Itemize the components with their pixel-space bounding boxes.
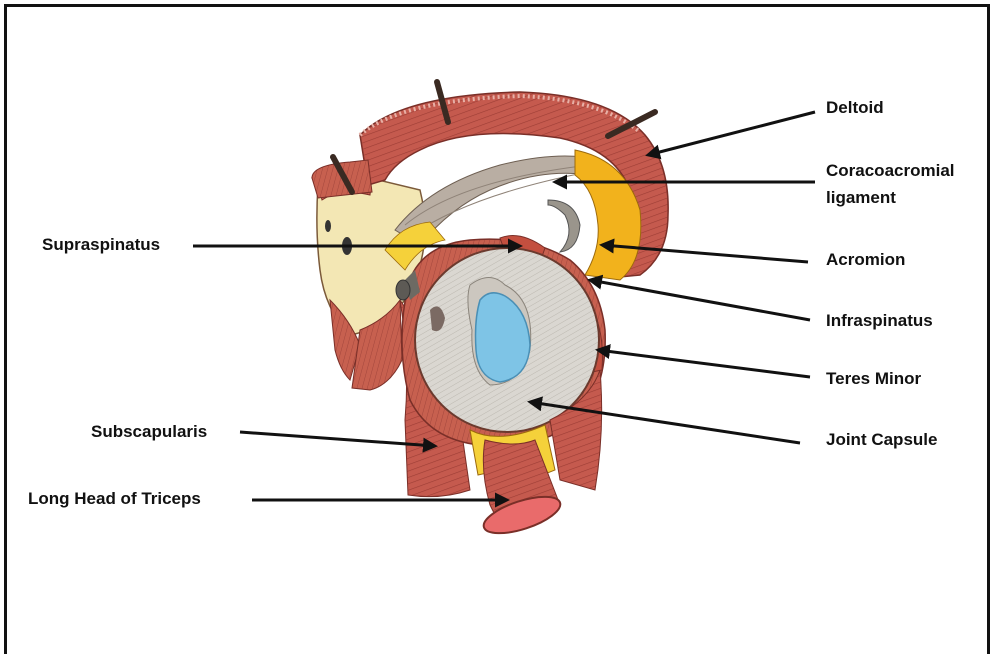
- label-supraspinatus: Supraspinatus: [42, 234, 160, 256]
- label-coracoacromial-line1: Coracoacromial: [826, 160, 955, 182]
- label-subscapularis: Subscapularis: [91, 421, 207, 443]
- label-deltoid: Deltoid: [826, 97, 884, 119]
- label-acromion: Acromion: [826, 249, 905, 271]
- arrow-deltoid: [648, 112, 815, 155]
- arrow-teres-minor: [598, 350, 810, 377]
- arrow-infraspinatus: [590, 280, 810, 320]
- label-long-head-triceps: Long Head of Triceps: [28, 488, 201, 510]
- label-infraspinatus: Infraspinatus: [826, 310, 933, 332]
- label-coracoacromial-line2: ligament: [826, 187, 896, 209]
- label-joint-capsule: Joint Capsule: [826, 429, 937, 451]
- label-teres-minor: Teres Minor: [826, 368, 921, 390]
